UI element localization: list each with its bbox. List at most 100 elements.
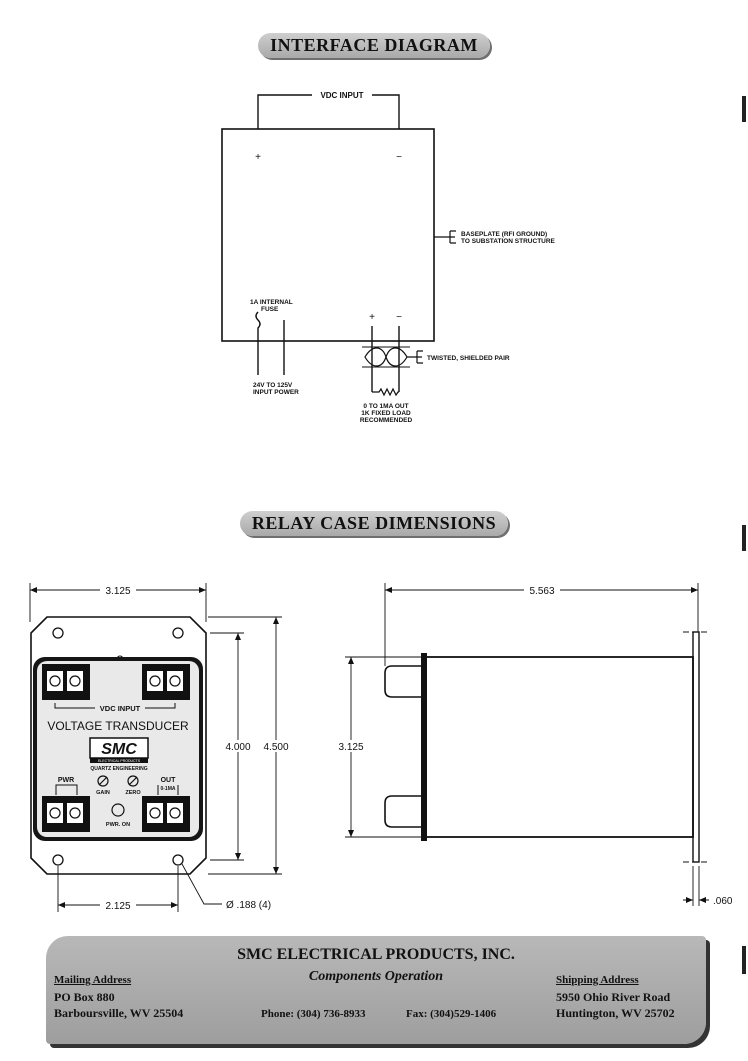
out-bracket (157, 785, 179, 795)
hole-diameter-label: Ø .188 (4) (226, 900, 271, 911)
smc-logo-subtitle: ELECTRICAL PRODUCTS (98, 759, 141, 763)
side-housing (424, 656, 694, 838)
hole-spacing-label: 2.125 (105, 901, 130, 912)
terminal (147, 671, 163, 691)
mounting-hole (172, 627, 184, 639)
shipping-address-line1: 5950 Ohio River Road (556, 990, 671, 1004)
side-mounting-plate (692, 631, 700, 863)
panel-vdc-input-label: VDC INPUT (100, 704, 141, 713)
load-resistor (372, 387, 399, 397)
zero-slot (128, 776, 138, 786)
pwr-bracket (55, 784, 78, 795)
output-label-3: RECOMMENDED (360, 417, 413, 424)
output-plus-label: + (369, 312, 375, 323)
transducer-box (221, 128, 435, 342)
shield-ground (407, 350, 423, 364)
input-plus-label: + (255, 152, 261, 163)
side-view: 5.563 3.125 .060 (337, 583, 733, 907)
pwr-label: PWR (58, 777, 74, 784)
shipping-address-line2: Huntington, WV 25702 (556, 1006, 675, 1020)
shipping-address-label: Shipping Address (556, 974, 639, 986)
dim-bg (100, 899, 136, 911)
interface-diagram-title: INTERFACE DIAGRAM (258, 33, 490, 58)
terminal-screw (69, 675, 81, 687)
output-label-1: 0 TO 1MA OUT (363, 403, 408, 410)
terminal (67, 803, 83, 823)
height-outer-dimension-label: 4.500 (263, 742, 288, 753)
baseplate-label-1: BASEPLATE (RFI GROUND) (461, 231, 547, 238)
side-terminal-bottom (384, 795, 421, 828)
front-view: 3.125 VDC INPUT VOLTAGE TRANSDUCER SMC E… (29, 583, 292, 912)
gain-slot (98, 776, 108, 786)
baseplate-label-2: TO SUBSTATION STRUCTURE (461, 238, 556, 245)
plate-thickness-arrows (686, 897, 706, 903)
ground-terminal (434, 230, 456, 244)
division-name: Components Operation (308, 969, 444, 984)
zero-label: ZERO (125, 790, 141, 796)
plate-hole-centerlines (683, 631, 710, 863)
terminal (47, 803, 63, 823)
dim-bg (524, 584, 560, 596)
out-range-label: 0-1MA (160, 786, 175, 792)
fuse-symbol (255, 311, 261, 375)
terminal-screw (169, 675, 181, 687)
mailing-address-label: Mailing Address (54, 974, 132, 986)
plate-thickness-line (683, 866, 709, 906)
plate-thickness-label: .060 (713, 896, 733, 907)
out-label: OUT (161, 777, 177, 784)
relay-case-dimensions-title: RELAY CASE DIMENSIONS (239, 511, 509, 536)
terminal-screw (149, 675, 161, 687)
smc-logo: SMC (101, 741, 137, 758)
page-edge-mark (742, 525, 746, 551)
terminal (47, 671, 63, 691)
dim-bg (262, 740, 292, 752)
side-height-dimension-label: 3.125 (338, 742, 363, 753)
terminal-screw (169, 807, 181, 819)
mounting-hole (52, 854, 64, 866)
company-name: SMC ELECTRICAL PRODUCTS, INC. (237, 946, 515, 963)
relay-case-title-wrap: RELAY CASE DIMENSIONS (0, 511, 748, 536)
mailing-address-line1: PO Box 880 (54, 990, 115, 1004)
pwr-on-label: PWR. ON (106, 822, 130, 828)
height-inner-dimension-label: 4.000 (225, 742, 250, 753)
fuse-label-2: FUSE (261, 306, 279, 313)
company-footer: SMC ELECTRICAL PRODUCTS, INC. Components… (46, 936, 706, 1044)
gain-adjust-icon (97, 775, 109, 787)
input-minus-label: − (396, 152, 402, 163)
phone-number: Phone: (304) 736-8933 (261, 1008, 366, 1020)
terminal-screw (69, 807, 81, 819)
side-front-bezel (421, 653, 427, 841)
dim-bg (224, 740, 254, 752)
terminal (167, 671, 183, 691)
length-dimension-label: 5.563 (529, 586, 554, 597)
vdc-input-leads (257, 94, 400, 129)
vdc-input-bracket (54, 703, 176, 709)
terminal-screw (149, 807, 161, 819)
mounting-hole (52, 627, 64, 639)
output-leads (371, 326, 400, 392)
mounting-plate (30, 616, 207, 875)
power-on-led (111, 803, 125, 817)
shield-lines (362, 346, 410, 368)
terminal-screw (49, 807, 61, 819)
dim-bg (337, 740, 367, 752)
gain-label: GAIN (96, 790, 110, 796)
page-edge-mark (742, 946, 746, 974)
interface-diagram: VDC INPUT + − BASEPLATE (RFI GROUND) TO … (221, 91, 556, 424)
device-name-label: VOLTAGE TRANSDUCER (47, 719, 189, 733)
terminal (147, 803, 163, 823)
width-dimension-label: 3.125 (105, 586, 130, 597)
power-label-1: 24V TO 125V (253, 382, 293, 389)
side-terminal-top (384, 665, 421, 698)
power-label-2: INPUT POWER (253, 389, 299, 396)
fuse-label-1: 1A INTERNAL (250, 299, 293, 306)
vdc-input-label: VDC INPUT (320, 91, 363, 100)
terminal (167, 803, 183, 823)
hole-leader (181, 863, 222, 905)
mailing-address-line2: Barboursville, WV 25504 (54, 1006, 184, 1020)
interface-diagram-title-wrap: INTERFACE DIAGRAM (0, 33, 748, 58)
terminal (67, 671, 83, 691)
width-dim-bg (100, 584, 136, 596)
zero-adjust-icon (127, 775, 139, 787)
